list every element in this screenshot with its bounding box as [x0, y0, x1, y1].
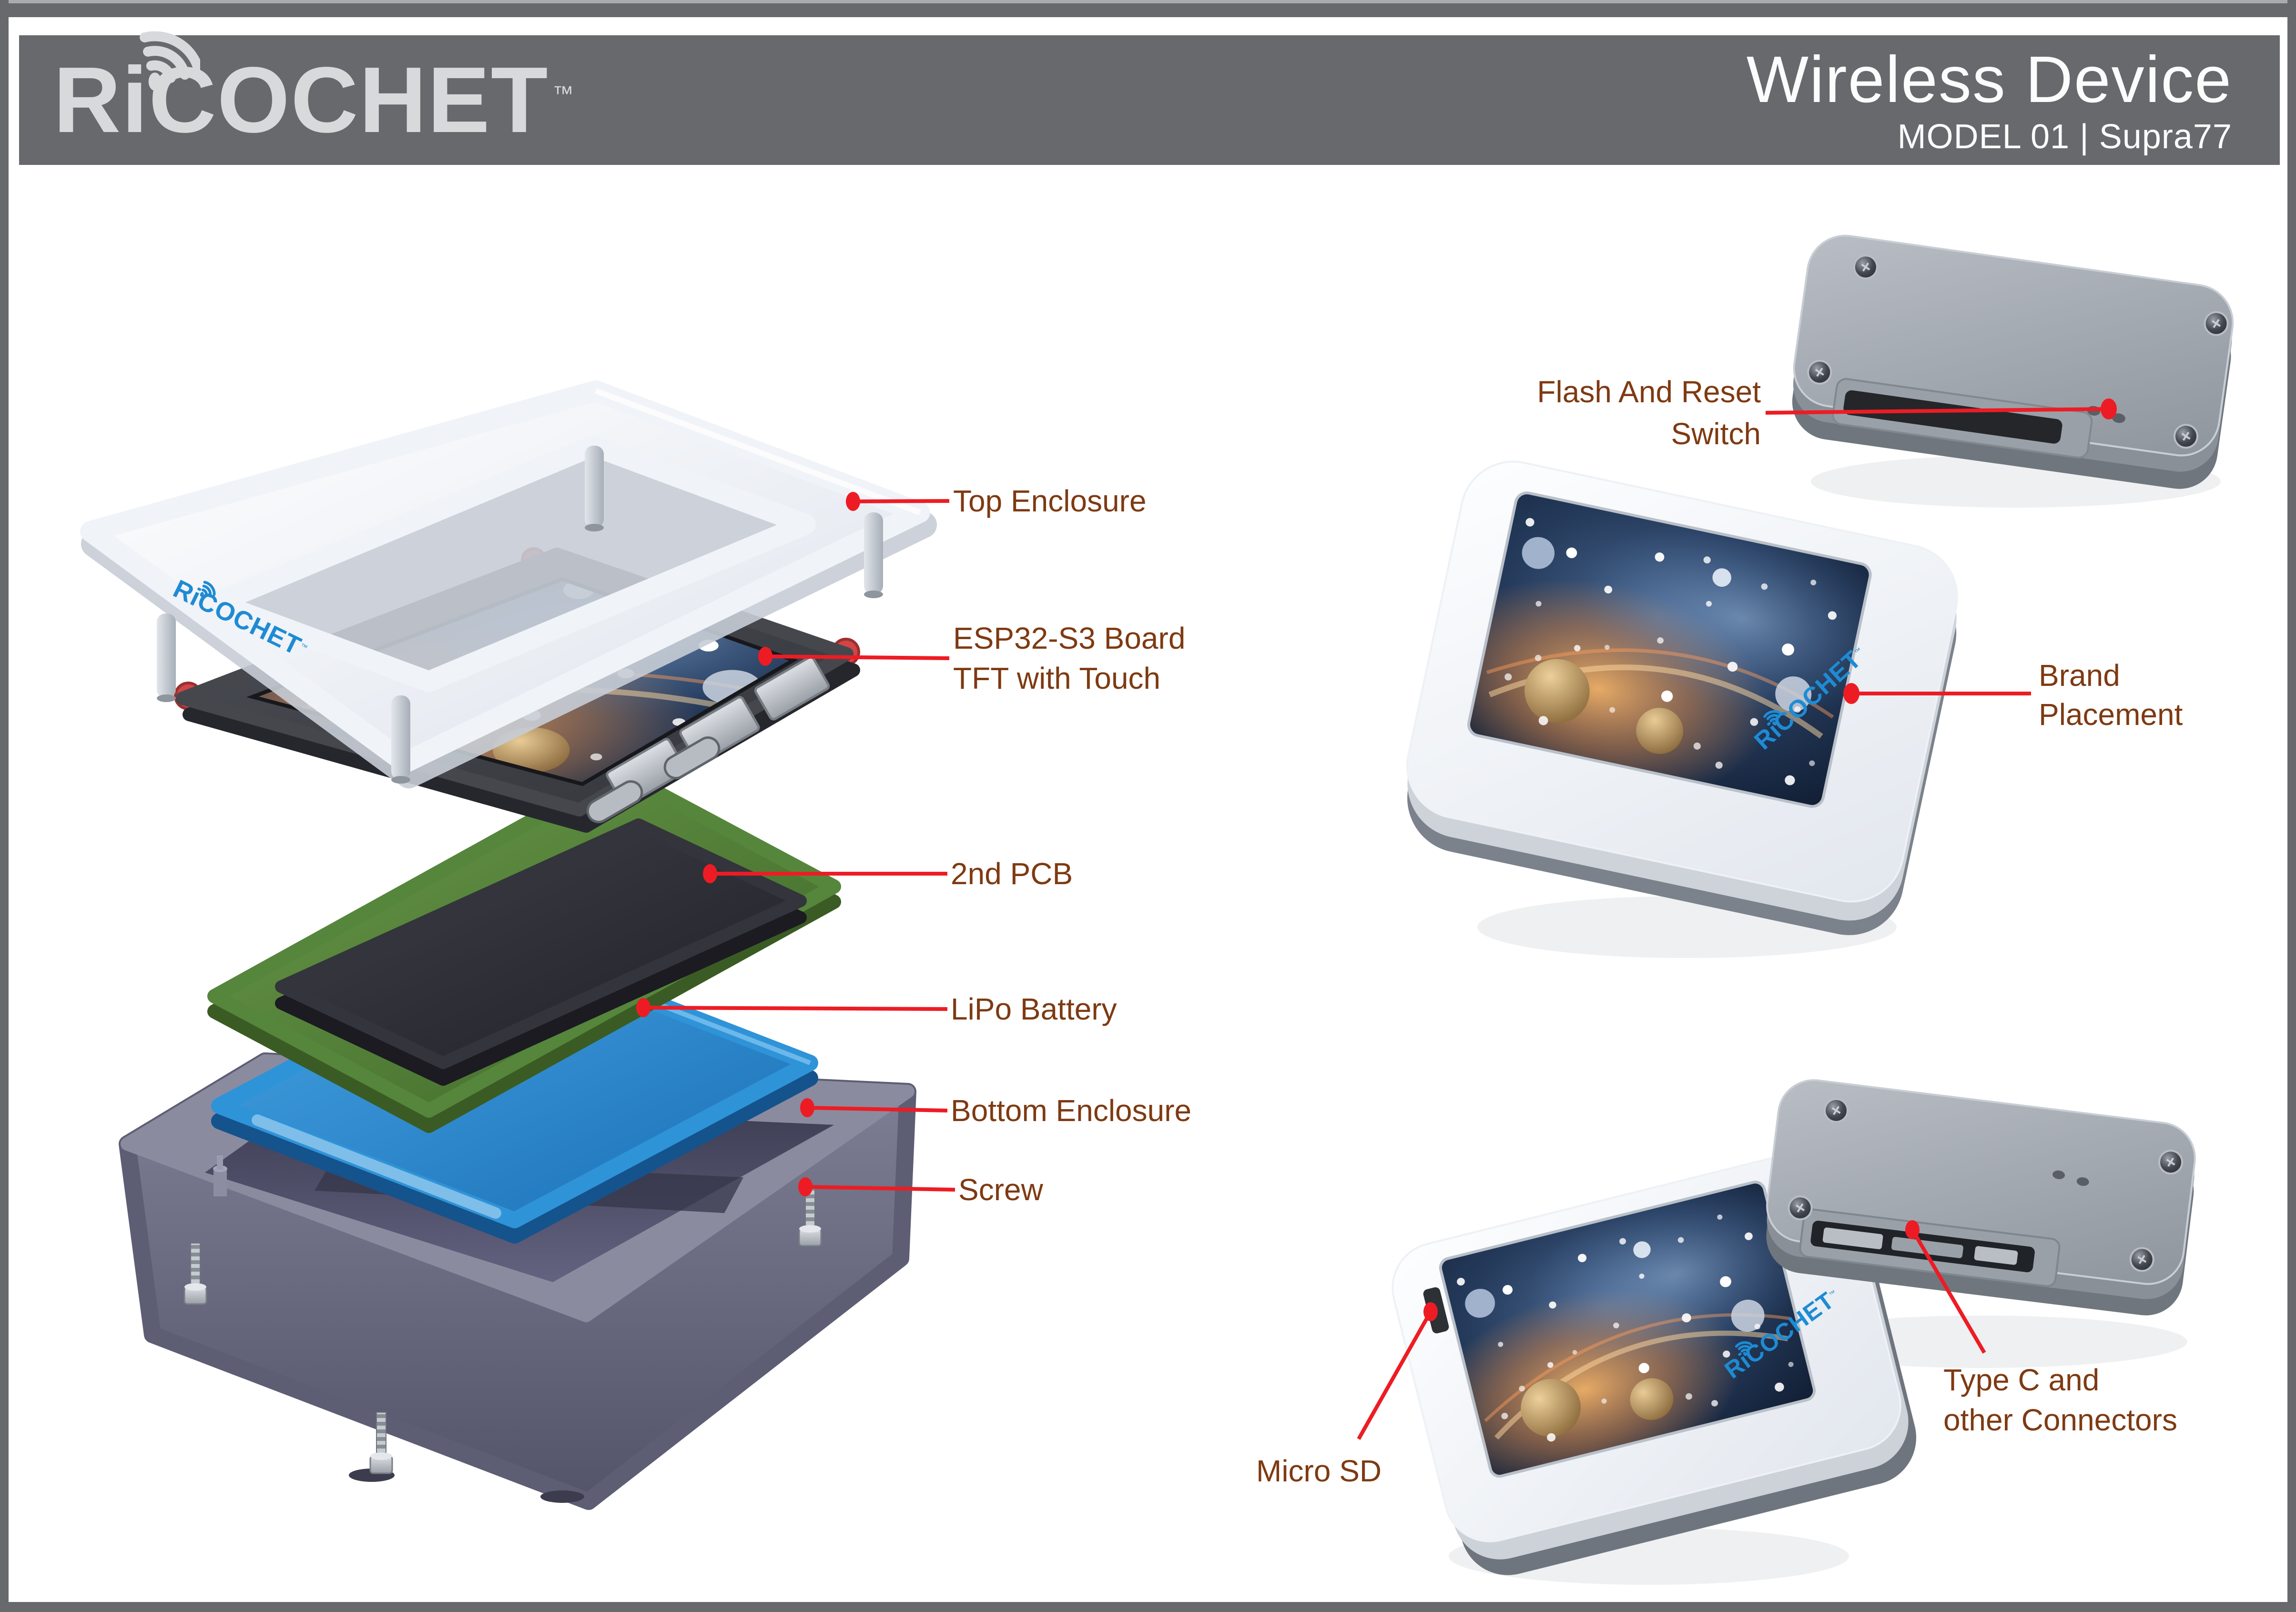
device-front-top — [1406, 460, 1958, 935]
screw-post — [213, 1155, 227, 1196]
label-esp32-board: ESP32-S3 Board TFT with Touch — [953, 621, 1186, 695]
label-flash-reset-switch: Flash And Reset Switch — [1537, 375, 1761, 451]
top-enclosure-part — [80, 380, 937, 788]
page-subtitle: MODEL 01 | Supra77 — [1897, 118, 2232, 156]
reset-switch-dot — [2076, 1177, 2089, 1186]
page-border-hairline — [0, 0, 2296, 3]
wordmark-prefix: R — [53, 48, 122, 152]
exploded-view — [80, 380, 937, 1510]
reset-switch-dot — [2112, 413, 2125, 423]
page-border-left — [0, 0, 9, 1612]
wordmark-i: i — [122, 48, 149, 152]
wifi-arcs-icon — [1735, 1341, 1754, 1357]
wifi-arcs-icon — [1763, 710, 1783, 726]
frame-legs — [157, 446, 883, 784]
label-screw: Screw — [958, 1173, 1043, 1207]
brand-logo-on-device-top: RiCOCHET™ — [1749, 645, 1867, 755]
page-title: Wireless Device — [1746, 42, 2232, 116]
header-titles: Wireless Device MODEL 01 | Supra77 — [1747, 43, 2232, 158]
label-lipo-battery: LiPo Battery — [951, 992, 1117, 1026]
label-type-c-connectors: Type C and other Connectors — [1943, 1363, 2177, 1437]
device-back-bottom — [1766, 1079, 2196, 1316]
label-bottom-enclosure: Bottom Enclosure — [951, 1093, 1192, 1128]
board-connectors — [586, 656, 830, 823]
trademark-symbol: ™ — [552, 82, 574, 105]
brand-logo-on-device-bottom: RiCOCHET™ — [1719, 1286, 1839, 1384]
label-brand-placement: Brand Placement — [2039, 658, 2183, 732]
label-top-enclosure: Top Enclosure — [953, 484, 1147, 518]
label-2nd-pcb: 2nd PCB — [951, 857, 1073, 891]
second-pcb-part — [207, 765, 841, 1133]
leader-lines — [643, 407, 2109, 1440]
page-border-bottom — [0, 1602, 2296, 1612]
flash-switch-dot — [2052, 1170, 2065, 1179]
wifi-arcs-icon — [200, 581, 216, 599]
device-back-top — [1792, 235, 2234, 489]
leader-dots — [636, 398, 2117, 1321]
wordmark-suffix: COCHET — [149, 48, 549, 152]
wifi-arcs-icon — [140, 31, 200, 91]
label-micro-sd: Micro SD — [1256, 1454, 1382, 1488]
brand-logo-on-frame: RiCOCHET™ — [169, 574, 312, 663]
page-border-right — [2287, 0, 2296, 1612]
